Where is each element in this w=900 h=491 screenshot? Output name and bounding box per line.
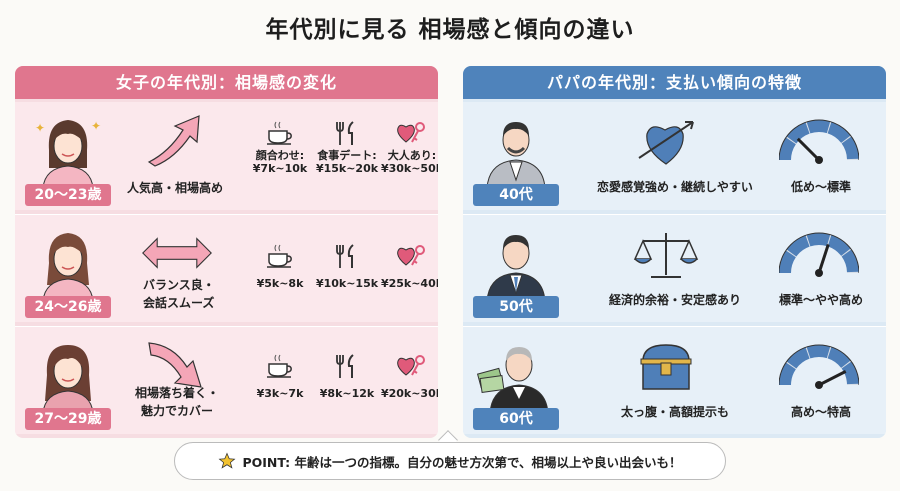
coffee-cup-icon xyxy=(267,354,292,378)
price-value: ¥5k~8k xyxy=(256,277,304,290)
price-meeting: ¥3k~7k xyxy=(245,353,315,401)
gauge-icon xyxy=(779,119,859,164)
men-row-50s: 50代 経済的余裕・安定感あり 標準〜やや高め xyxy=(463,214,886,322)
treasure-chest-icon xyxy=(640,344,692,390)
up-arrow-icon xyxy=(147,115,200,167)
man-40s-avatar-icon xyxy=(486,122,546,188)
gauge-segment xyxy=(841,361,859,385)
price-value: ¥25k~40k xyxy=(380,277,438,290)
left-right-arrow-icon xyxy=(142,237,212,269)
price-value: ¥8k~12k xyxy=(319,387,375,400)
price-adult: ¥20k~30k xyxy=(377,353,438,401)
price-category: 食事デート: xyxy=(317,149,377,162)
men-row-40s: 40代 恋愛感覚強め・継続しやすい 低め〜標準 xyxy=(463,102,886,210)
price-value: ¥7k~10k xyxy=(252,162,308,175)
heart-key-icon xyxy=(397,355,425,376)
women-age-panel: 女子の年代別：相場感の変化 ✦ ✦ 20〜23歳 人気高・相場高め 顔合わせ: … xyxy=(15,66,438,438)
age-badge: 24〜26歳 xyxy=(25,296,111,318)
age-badge: 27〜29歳 xyxy=(25,408,111,430)
price-value: ¥10k~15k xyxy=(315,277,379,290)
mature-woman-avatar-icon xyxy=(42,345,94,413)
svg-text:✦: ✦ xyxy=(91,119,101,133)
heart-arrow-icon xyxy=(638,121,694,165)
gauge-segment xyxy=(827,346,851,369)
coffee-cup-icon xyxy=(267,244,292,268)
women-row-20-23: ✦ ✦ 20〜23歳 人気高・相場高め 顔合わせ: ¥7k~10k 食事デート:… xyxy=(15,102,438,210)
heart-key-icon xyxy=(397,122,425,143)
women-row-27-29: 27〜29歳 相場落ち着く・ 魅力でカバー ¥3k~7k ¥8k~12k ¥20… xyxy=(15,326,438,434)
price-value: ¥30k~50k xyxy=(380,162,438,175)
age-badge: 40代 xyxy=(473,184,559,206)
trend-text-2: 魅力でカバー xyxy=(141,404,214,418)
price-dinner: ¥8k~12k xyxy=(312,353,382,401)
price-meeting: 顔合わせ: ¥7k~10k xyxy=(245,120,315,176)
gauge-segment xyxy=(806,233,831,247)
trend-text: バランス良・ xyxy=(143,278,215,292)
gauge-needle xyxy=(818,370,847,387)
man-60s-avatar-icon xyxy=(477,347,549,413)
price-value: ¥15k~20k xyxy=(315,162,379,175)
age-badge: 20〜23歳 xyxy=(25,184,111,206)
gauge-segment xyxy=(827,121,851,144)
gauge-needle xyxy=(817,244,830,274)
tendency-description: 太っ腹・高額提示も xyxy=(620,405,729,419)
gauge-segment xyxy=(806,345,831,359)
trend-text: 人気高・相場高め xyxy=(127,181,224,195)
man-50s-avatar-icon xyxy=(486,235,546,301)
men-row-60s: 60代 太っ腹・高額提示も 高め〜特高 xyxy=(463,326,886,434)
tendency-description: 経済的余裕・安定感あり xyxy=(608,293,741,307)
gauge-hub xyxy=(815,269,823,277)
men-age-panel: パパの年代別：支払い傾向の特徴 40代 恋愛感覚強め・継続しやすい 低め〜標準 … xyxy=(463,66,886,438)
gauge-icon xyxy=(779,232,859,277)
gauge-segment xyxy=(779,362,797,386)
point-callout: POINT: 年齢は一つの指標。自分の魅せ方次第で、相場以上や良い出会いも！ xyxy=(174,442,726,480)
trend-text-2: 会話スムーズ xyxy=(143,296,215,310)
tendency-description: 恋愛感覚強め・継続しやすい xyxy=(597,180,753,194)
women-panel-heading: 女子の年代別：相場感の変化 xyxy=(15,66,438,99)
gauge-segment xyxy=(841,136,859,160)
woman-avatar-icon xyxy=(42,233,94,301)
gauge-segment xyxy=(786,122,810,144)
price-category: 大人あり: xyxy=(387,149,437,162)
women-row-24-26: 24〜26歳 バランス良・ 会話スムーズ ¥5k~8k ¥10k~15k ¥25… xyxy=(15,214,438,322)
gauge-label: 低め〜標準 xyxy=(790,180,851,194)
down-arrow-icon xyxy=(148,342,202,388)
age-badge: 50代 xyxy=(473,296,559,318)
price-category: 顔合わせ: xyxy=(255,149,305,162)
gauge-segment xyxy=(841,249,859,273)
age-badge: 60代 xyxy=(473,408,559,430)
gauge-hub xyxy=(815,381,823,389)
fork-knife-icon xyxy=(336,354,354,378)
price-dinner: 食事デート: ¥15k~20k xyxy=(312,120,382,176)
page-title: 年代別に見る 相場感と傾向の違い xyxy=(265,17,635,43)
price-adult: ¥25k~40k xyxy=(377,243,438,291)
fork-knife-icon xyxy=(336,244,354,268)
point-text: POINT: 年齢は一つの指標。自分の魅せ方次第で、相場以上や良い出会いも！ xyxy=(242,454,682,470)
price-value: ¥3k~7k xyxy=(256,387,304,400)
balance-scale-icon xyxy=(633,233,699,278)
gauge-segment xyxy=(779,250,797,274)
gauge-segment xyxy=(779,137,797,161)
gauge-icon xyxy=(779,344,859,389)
gauge-segment xyxy=(786,235,810,257)
gauge-needle xyxy=(796,137,821,162)
fork-knife-icon xyxy=(336,121,354,145)
price-meeting: ¥5k~8k xyxy=(245,243,315,291)
price-value: ¥20k~30k xyxy=(380,387,438,400)
star-icon xyxy=(218,452,236,469)
gauge-segment xyxy=(827,234,851,257)
men-panel-heading: パパの年代別：支払い傾向の特徴 xyxy=(463,66,886,99)
gauge-segment xyxy=(806,120,831,134)
svg-text:✦: ✦ xyxy=(35,121,45,135)
gauge-hub xyxy=(815,156,823,164)
price-dinner: ¥10k~15k xyxy=(312,243,382,291)
gauge-label: 高め〜特高 xyxy=(790,405,851,419)
coffee-cup-icon xyxy=(267,121,292,145)
young-woman-avatar-icon: ✦ ✦ xyxy=(35,119,101,188)
price-adult: 大人あり: ¥30k~50k xyxy=(377,120,438,176)
gauge-segment xyxy=(786,347,810,369)
heart-key-icon xyxy=(397,245,425,266)
gauge-label: 標準〜やや高め xyxy=(778,293,863,307)
trend-text: 相場落ち着く・ xyxy=(135,386,220,400)
